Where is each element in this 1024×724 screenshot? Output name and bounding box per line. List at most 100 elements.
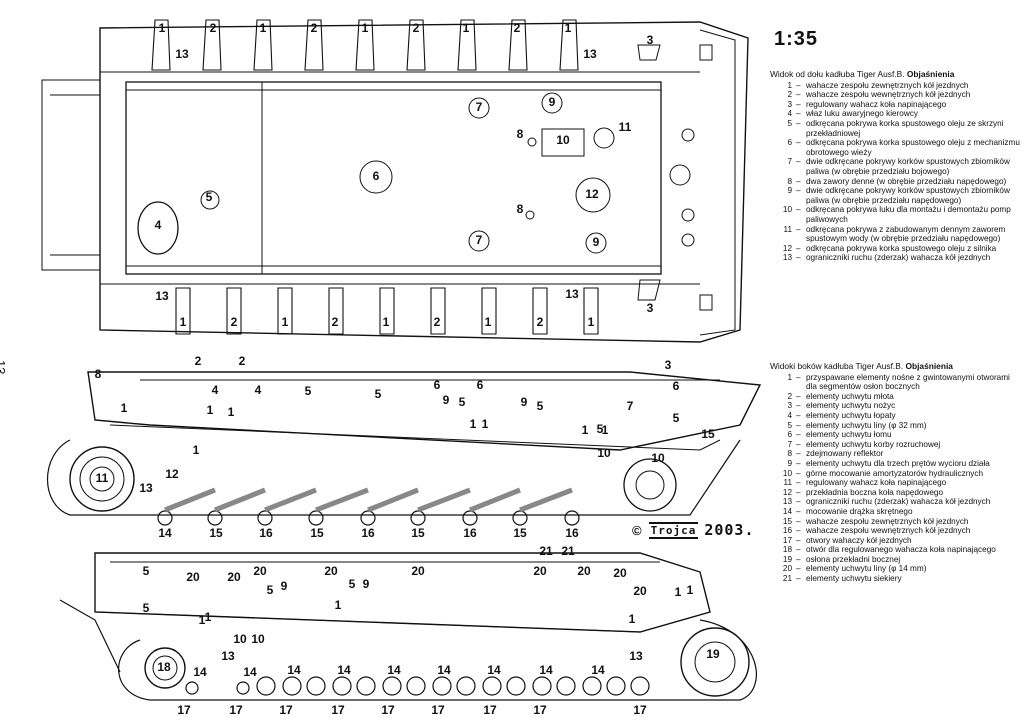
legend-item-text: elementy uchwytu liny (φ 32 mm) — [806, 420, 927, 430]
legend-item-number: 15 — [782, 516, 792, 526]
legend-item-text: elementy uchwytu nożyc — [806, 401, 896, 411]
callout-label: 18 — [157, 660, 171, 674]
callout-label: 20 — [533, 564, 547, 578]
legend-dash: – — [796, 176, 801, 186]
legend-item-number: 10 — [782, 468, 792, 478]
legend-item-text: dwie odkręcane pokrywy korków spustowych… — [806, 186, 1010, 205]
legend-dash: – — [796, 506, 801, 516]
callout-label: 1 — [485, 315, 492, 329]
legend-item-number: 3 — [787, 99, 792, 109]
legend-dash: – — [796, 118, 801, 128]
callout-label: 1 — [282, 315, 289, 329]
legend-item-text: mocowanie drążka skrętnego — [806, 506, 913, 516]
legend-item: 12–przekładnia boczna koła napędowego — [770, 488, 1020, 498]
legend-item-text: właz luku awaryjnego kierowcy — [806, 109, 918, 119]
callout-label: 1 — [180, 315, 187, 329]
legend-item-text: ograniczniki ruchu (zderzak) wahacza kół… — [806, 253, 991, 263]
callout-label: 1 — [228, 405, 235, 419]
callout-label: 16 — [565, 526, 579, 540]
callout-label: 7 — [476, 233, 483, 247]
legend-item: 11–regulowany wahacz koła napinającego — [770, 478, 1020, 488]
legend-item-text: zdejmowany reflektor — [806, 449, 884, 459]
callout-label: 14 — [487, 663, 501, 677]
legend-title: Widoki boków kadłuba Tiger Ausf.B. Objaś… — [770, 361, 953, 371]
legend-item-number: 7 — [787, 157, 792, 167]
callout-label: 16 — [361, 526, 375, 540]
legend-dash: – — [796, 224, 801, 234]
legend-item: 17–otwory wahaczy kół jezdnych — [770, 536, 1020, 546]
callout-label: 1 — [199, 613, 206, 627]
callout-label: 17 — [279, 703, 293, 717]
legend-item-number: 7 — [787, 439, 792, 449]
callout-label: 2 — [434, 315, 441, 329]
callout-label: 15 — [209, 526, 223, 540]
callout-label: 16 — [463, 526, 477, 540]
legend-item: 10–odkręcana pokrywa luku dla montażu i … — [770, 205, 1020, 224]
callout-label: 5 — [206, 190, 213, 204]
legend-item-number: 21 — [782, 574, 792, 584]
callout-label: 9 — [521, 395, 528, 409]
callout-label: 13 — [629, 649, 643, 663]
callout-label: 9 — [281, 579, 288, 593]
callout-label: 14 — [539, 663, 553, 677]
callout-label: 7 — [476, 100, 483, 114]
legend-item-number: 19 — [782, 554, 792, 564]
legend-item-text: elementy uchwytu liny (φ 14 mm) — [806, 564, 927, 574]
callout-label: 17 — [177, 703, 191, 717]
callout-label: 20 — [186, 570, 200, 584]
legend-list: 1–wahacze zespołu zewnętrznych kół jezdn… — [770, 81, 1020, 263]
legend-title: Widok od dołu kadłuba Tiger Ausf.B. Obja… — [770, 69, 955, 79]
legend-dash: – — [796, 468, 801, 478]
hull-side-view-right — [59, 552, 757, 701]
callout-label: 14 — [591, 663, 605, 677]
legend-item: 20–elementy uchwytu liny (φ 14 mm) — [770, 564, 1020, 574]
legend-item: 6–elementy uchwytu łomu — [770, 430, 1020, 440]
legend-item-text: otwór dla regulowanego wahacza koła napi… — [806, 545, 996, 555]
legend-item-text: odkręcana pokrywa korka spustowego oleju… — [806, 138, 1020, 157]
scale-label: 1:35 — [774, 28, 819, 50]
callout-label: 5 — [537, 399, 544, 413]
legend-item-number: 5 — [787, 420, 792, 430]
callout-label: 10 — [597, 446, 611, 460]
legend-side-view: Widoki boków kadłuba Tiger Ausf.B. Objaś… — [770, 361, 1020, 584]
callout-label: 17 — [381, 703, 395, 717]
legend-item-text: przyspawane elementy nośne z gwintowanym… — [806, 372, 1010, 392]
callout-label: 17 — [431, 703, 445, 717]
callout-label: 13 — [175, 47, 189, 61]
callout-label: 2 — [239, 354, 246, 368]
legend-dash: – — [796, 410, 801, 420]
callout-label: 5 — [673, 411, 680, 425]
callout-label: 2 — [537, 315, 544, 329]
callout-label: 1 — [482, 417, 489, 431]
legend-dash: – — [796, 391, 801, 401]
legend-dash: – — [796, 516, 801, 526]
callout-label: 6 — [434, 378, 441, 392]
callout-label: 3 — [647, 33, 654, 47]
legend-item-number: 1 — [787, 80, 792, 90]
legend-item-text: wahacze zespołu zewnętrznych kół jezdnyc… — [806, 516, 969, 526]
callout-label: 10 — [251, 632, 265, 646]
legend-item-text: elementy uchwytu młota — [806, 391, 894, 401]
callout-label: 1 — [470, 417, 477, 431]
callout-label: 20 — [613, 566, 627, 580]
callout-label: 17 — [483, 703, 497, 717]
callout-label: 21 — [561, 544, 575, 558]
legend-item: 15–wahacze zespołu zewnętrznych kół jezd… — [770, 517, 1020, 527]
callout-label: 1 — [675, 585, 682, 599]
legend-item: 4–właz luku awaryjnego kierowcy — [770, 109, 1020, 119]
legend-list: 1–przyspawane elementy nośne z gwintowan… — [770, 373, 1020, 584]
legend-dash: – — [796, 535, 801, 545]
legend-item-number: 20 — [782, 564, 792, 574]
hull-side-view-left — [47, 371, 762, 526]
callout-label: 1 — [602, 423, 609, 437]
callout-label: 8 — [95, 367, 102, 381]
callout-label: 14 — [337, 663, 351, 677]
legend-dash: – — [796, 80, 801, 90]
legend-item-text: elementy uchwytu siekiery — [806, 574, 902, 584]
legend-item: 1–przyspawane elementy nośne z gwintowan… — [770, 373, 1020, 392]
legend-dash: – — [796, 574, 801, 584]
legend-dash: – — [796, 90, 801, 100]
legend-item-number: 11 — [783, 224, 793, 234]
callout-label: 9 — [593, 235, 600, 249]
legend-item-number: 11 — [783, 478, 793, 488]
